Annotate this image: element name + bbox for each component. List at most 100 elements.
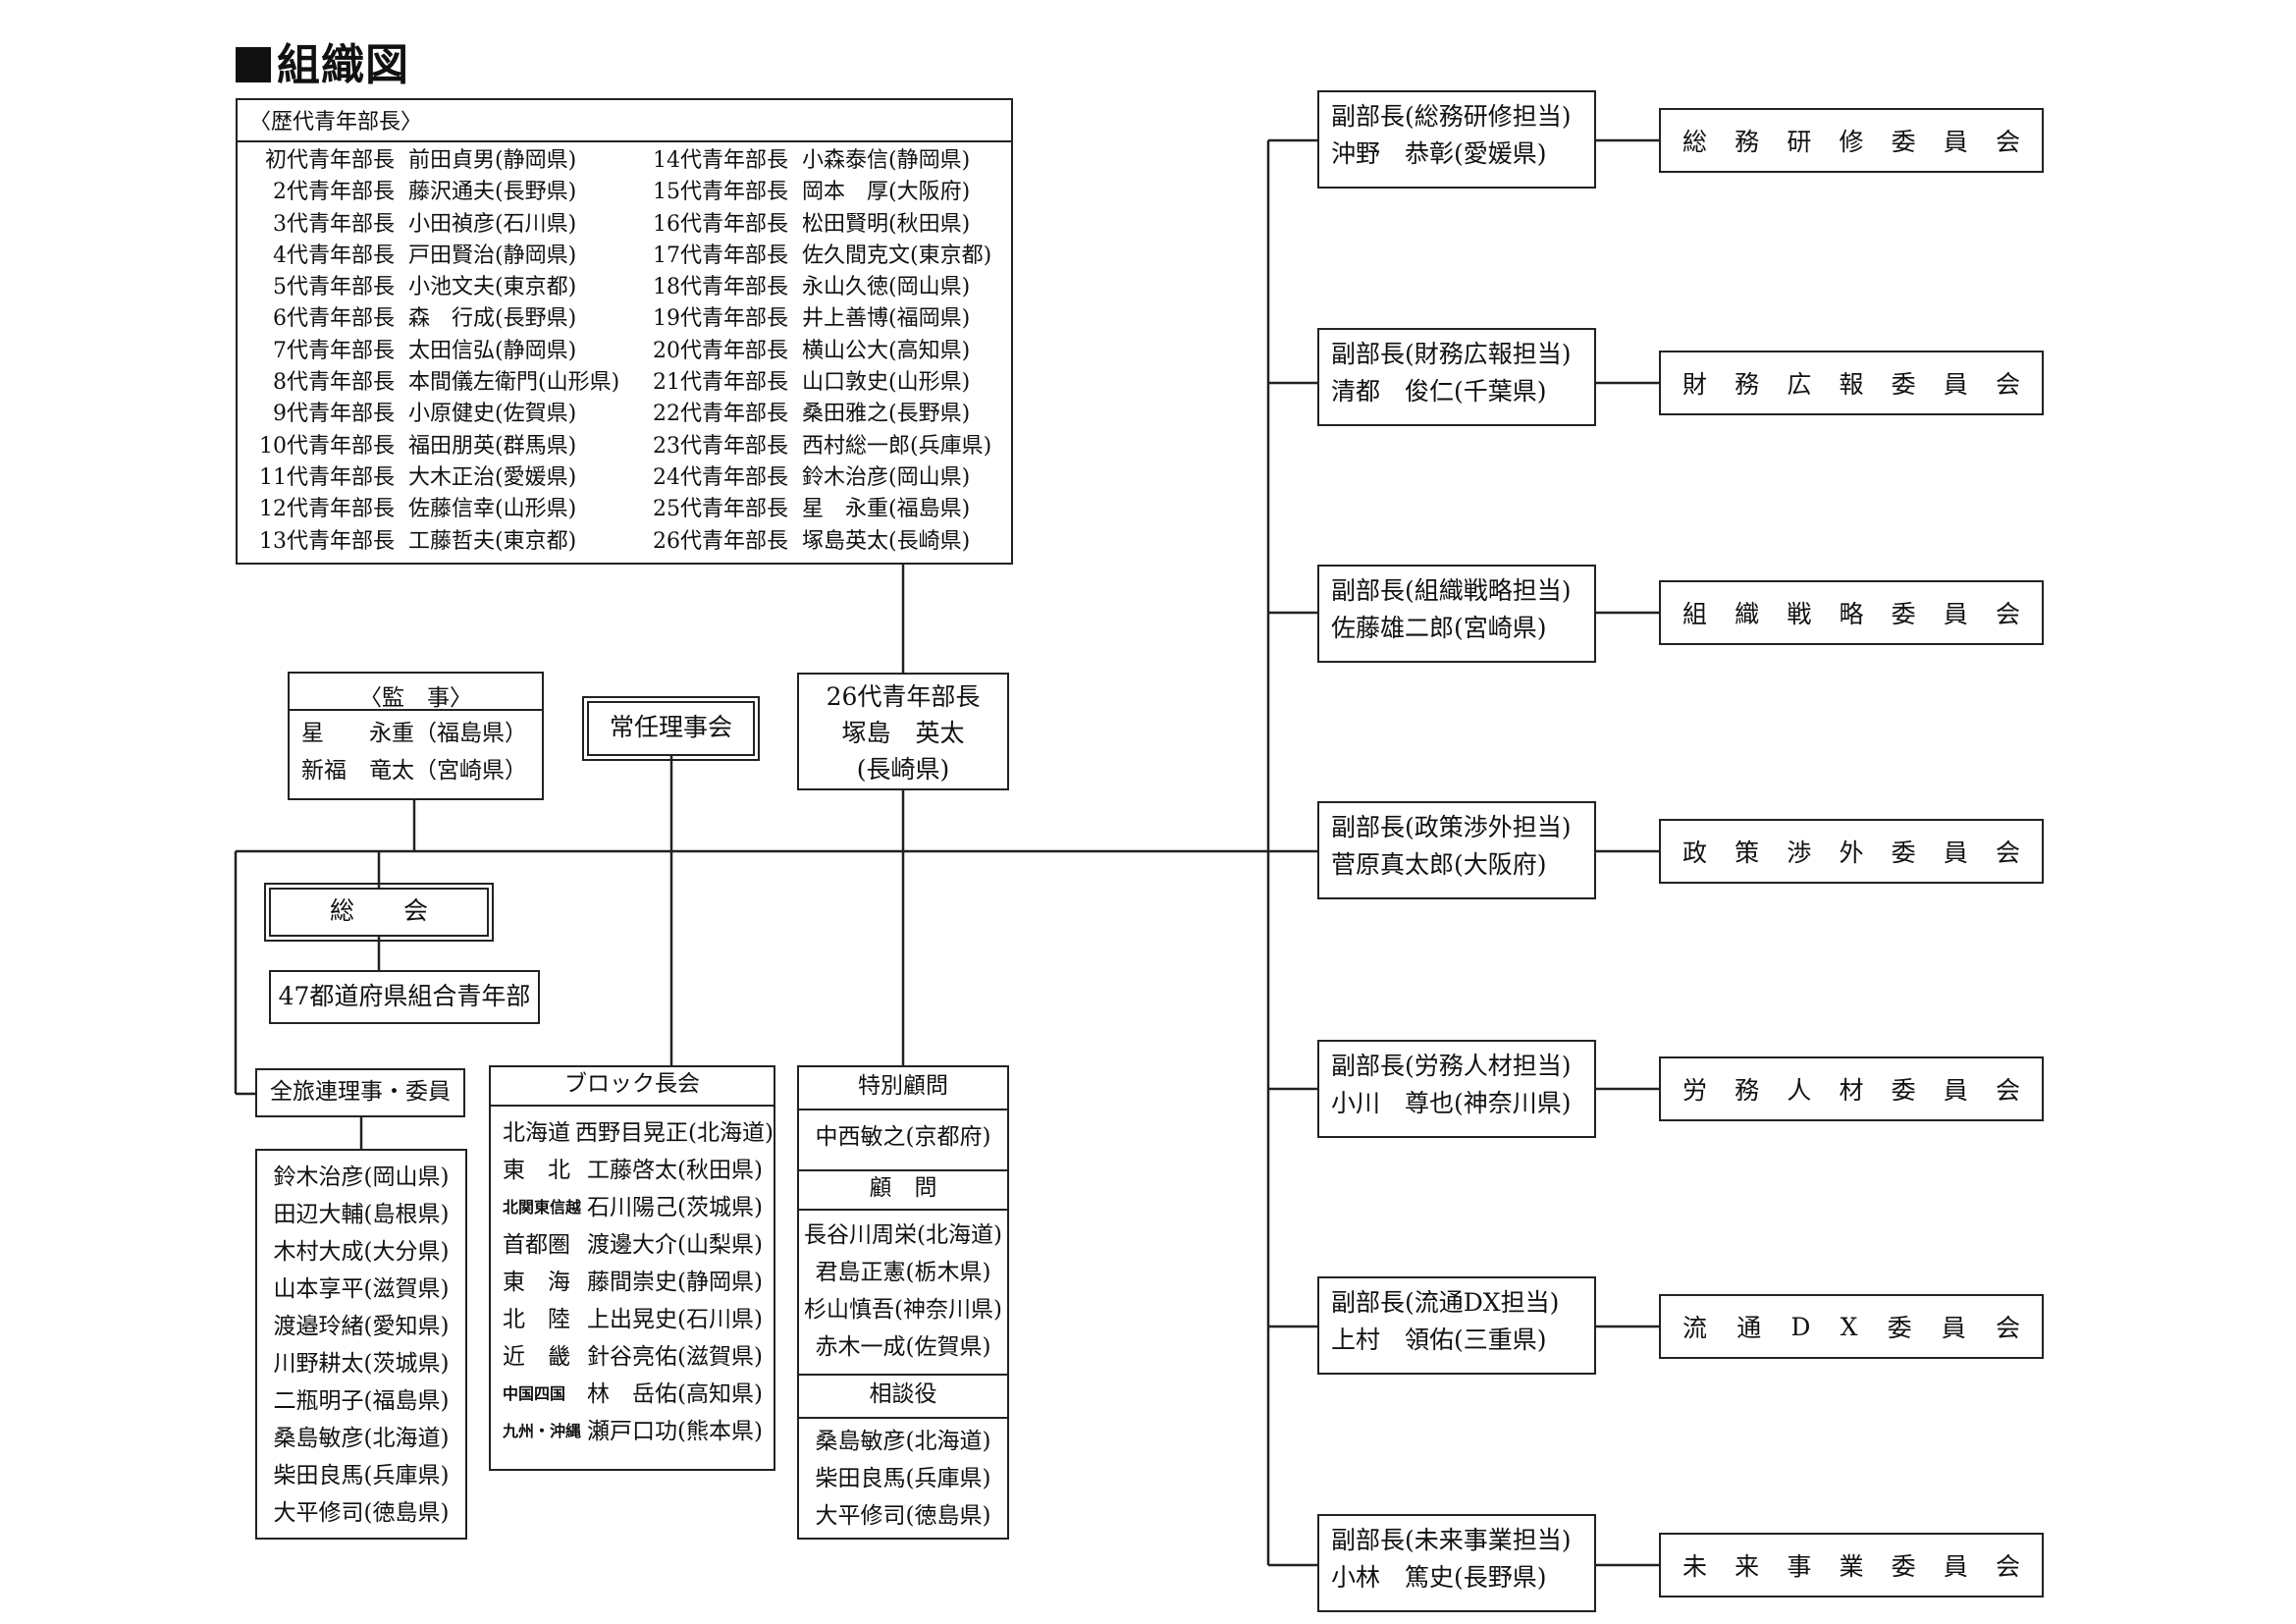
history-name: 大木正治(愛媛県)	[408, 464, 577, 490]
history-row: 2代青年部長藤沢通夫(長野県)	[240, 177, 619, 208]
history-name: 松田賢明(秋田県)	[802, 211, 971, 237]
committee-name: 政策渉外委員会	[1661, 821, 2042, 882]
history-name: 佐久間克文(東京都)	[802, 243, 992, 268]
committee-char: 員	[1943, 370, 1968, 399]
history-row: 12代青年部長佐藤信幸(山形県)	[240, 494, 619, 525]
committee-char: 策	[1735, 839, 1760, 867]
history-name: 小森泰信(静岡県)	[802, 148, 971, 173]
history-name: 戸田賢治(静岡県)	[408, 243, 577, 268]
history-row: 17代青年部長佐久間克文(東京都)	[633, 241, 991, 272]
standing-board-label: 常任理事会	[609, 713, 732, 741]
history-name: 岡本 厚(大阪府)	[802, 180, 971, 205]
history-generation: 13代青年部長	[259, 528, 395, 554]
committee-char: 委	[1887, 1314, 1912, 1342]
vice-chief-role: 副部長(流通DX担当)	[1331, 1288, 1560, 1317]
square-bullet-icon	[236, 47, 271, 82]
history-divider	[238, 140, 1011, 142]
history-generation: 19代青年部長	[653, 306, 788, 332]
vice-chief-role: 副部長(総務研修担当)	[1331, 102, 1572, 131]
block-row: 北関東信越石川陽己(茨城県)	[503, 1189, 774, 1226]
history-name: 永山久徳(岡山県)	[802, 275, 971, 300]
committee-char: 材	[1839, 1076, 1864, 1105]
vice-ticks	[1268, 138, 1317, 1567]
history-generation: 15代青年部長	[653, 180, 788, 205]
committee-char: 通	[1736, 1314, 1762, 1342]
committee-char: 会	[1995, 370, 2020, 399]
history-generation: 初代青年部長	[264, 148, 395, 173]
vice-chief-name: 佐藤雄二郎(宮崎県)	[1331, 614, 1547, 642]
history-name: 佐藤信幸(山形県)	[408, 497, 577, 522]
committee-char: 報	[1839, 370, 1864, 399]
committee-box: 財務広報委員会	[1659, 351, 2044, 415]
history-row: 22代青年部長桑田雅之(長野県)	[633, 399, 991, 430]
history-name: 福田朋英(群馬県)	[408, 433, 577, 459]
block-list: 北海道西野目晃正(北海道)東 北工藤啓太(秋田県)北関東信越石川陽己(茨城県)首…	[491, 1107, 774, 1450]
special-advisor-header: 特別顧問	[799, 1067, 1007, 1110]
history-generation: 4代青年部長	[273, 243, 395, 268]
history-column-left: 初代青年部長前田貞男(静岡県)2代青年部長藤沢通夫(長野県)3代青年部長小田禎彦…	[240, 145, 619, 558]
history-generation: 22代青年部長	[653, 402, 788, 427]
vice-chief-box: 副部長(労務人材担当) 小川 尊也(神奈川県)	[1317, 1040, 1596, 1138]
block-area: 東 海	[503, 1270, 570, 1295]
counsel-list: 桑島敏彦(北海道)柴田良馬(兵庫県)大平修司(徳島県)	[799, 1419, 1007, 1535]
vice-chief-box: 副部長(総務研修担当)沖野 恭彰(愛媛県)	[1317, 90, 1596, 189]
history-generation: 8代青年部長	[273, 370, 395, 396]
committee-char: 渉	[1787, 839, 1812, 867]
committee-name: 労務人材委員会	[1661, 1058, 2042, 1119]
history-generation: 11代青年部長	[259, 464, 395, 490]
vice-chief-box: 副部長(政策渉外担当)菅原真太郎(大阪府)	[1317, 801, 1596, 899]
history-name: 鈴木治彦(岡山県)	[802, 464, 971, 490]
committee-char: 財	[1682, 370, 1708, 399]
zenryoren-member: 柴田良馬(兵庫県)	[273, 1463, 450, 1489]
committee-char: 会	[1995, 1552, 2020, 1581]
history-generation: 26代青年部長	[653, 528, 788, 554]
zenryoren-member: 山本享平(滋賀県)	[273, 1276, 450, 1302]
chief-name: 塚島 英太	[841, 719, 965, 747]
counsel-header: 相談役	[799, 1376, 1007, 1419]
committee-box: 労務人材委員会	[1659, 1056, 2044, 1121]
zenryoren-member: 川野耕太(茨城県)	[273, 1351, 450, 1377]
block-name: 林 岳佑(高知県)	[587, 1381, 763, 1407]
committee-char: 会	[1995, 128, 2020, 156]
committee-char: 務	[1735, 1076, 1760, 1105]
history-generation: 18代青年部長	[653, 275, 788, 300]
committee-char: 委	[1891, 839, 1916, 867]
committee-ticks	[1596, 138, 1659, 1567]
zenryoren-list: 鈴木治彦(岡山県)田辺大輔(島根県)木村大成(大分県)山本享平(滋賀県)渡邉玲緒…	[257, 1151, 465, 1532]
vice-chief-content: 副部長(財務広報担当)清都 俊仁(千葉県)	[1319, 330, 1594, 410]
history-generation: 23代青年部長	[653, 433, 788, 459]
history-row: 初代青年部長前田貞男(静岡県)	[240, 145, 619, 177]
block-area: 北関東信越	[503, 1198, 582, 1217]
history-row: 25代青年部長星 永重(福島県)	[633, 494, 991, 525]
advisors-box: 特別顧問 中西敏之(京都府) 顧 問 長谷川周栄(北海道)君島正憲(栃木県)杉山…	[797, 1065, 1009, 1540]
block-area: 近 畿	[503, 1344, 570, 1370]
committee-char: 委	[1891, 600, 1916, 628]
vice-chief-name: 菅原真太郎(大阪府)	[1331, 850, 1547, 879]
committee-box: 組織戦略委員会	[1659, 580, 2044, 645]
special-member: 中西敏之(京都府)	[815, 1124, 991, 1150]
committee-char: 政	[1682, 839, 1708, 867]
vice-chief-content: 副部長(労務人材担当) 小川 尊也(神奈川県)	[1319, 1042, 1594, 1122]
page-title: 組織図	[236, 29, 409, 92]
committee-char: 戦	[1787, 600, 1812, 628]
block-name: 瀬戸口功(熊本県)	[587, 1419, 763, 1444]
chief-box: 26代青年部長 塚島 英太 (長崎県)	[797, 673, 1009, 790]
history-name: 塚島英太(長崎県)	[802, 528, 971, 554]
history-name: 小池文夫(東京都)	[408, 275, 577, 300]
vice-chief-box: 副部長(組織戦略担当)佐藤雄二郎(宮崎県)	[1317, 565, 1596, 663]
history-header: 〈歴代青年部長〉	[249, 110, 423, 135]
committee-char: 会	[1995, 1314, 2020, 1342]
committee-char: 流	[1682, 1314, 1708, 1342]
history-generation: 24代青年部長	[653, 464, 788, 490]
chief-prefecture: (長崎県)	[856, 755, 950, 784]
prefectures-label: 47都道府県組合青年部	[278, 982, 531, 1010]
general-assembly-box: 総 会	[264, 883, 494, 942]
block-row: 東 北工藤啓太(秋田県)	[503, 1152, 774, 1189]
vice-chief-role: 副部長(労務人材担当)	[1331, 1052, 1572, 1080]
vice-chief-content: 副部長(流通DX担当)上村 領佑(三重県)	[1319, 1278, 1594, 1359]
vice-chief-name: 小川 尊也(神奈川県)	[1331, 1089, 1572, 1117]
history-row: 13代青年部長工藤哲夫(東京都)	[240, 526, 619, 558]
history-column-right: 14代青年部長小森泰信(静岡県)15代青年部長岡本 厚(大阪府)16代青年部長松…	[633, 145, 991, 558]
